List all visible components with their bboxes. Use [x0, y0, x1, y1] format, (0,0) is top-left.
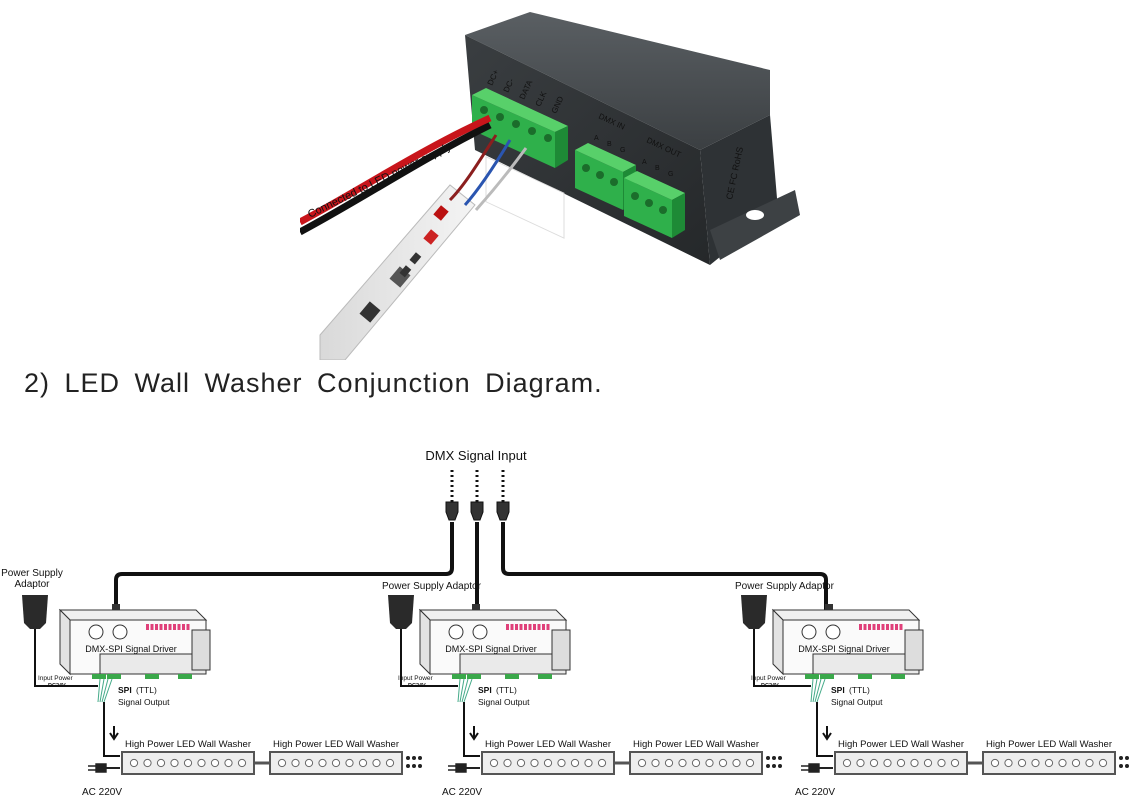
power-adaptor-icon — [741, 595, 767, 629]
dmx-in-pin-label: B — [607, 141, 612, 148]
driver-label: DMX-SPI Signal Driver — [85, 644, 177, 654]
input-power-voltage: DC24V — [761, 683, 779, 689]
driver-label: DMX-SPI Signal Driver — [445, 644, 537, 654]
wall-washer-label: High Power LED Wall Washer — [633, 739, 759, 750]
ac-plug-icon — [448, 763, 467, 773]
power-adaptor-icon — [22, 595, 48, 629]
dip-switch-icon — [146, 624, 190, 630]
arrow-down-icon — [469, 726, 479, 741]
dmx-out-block: DMX OUT ABG — [624, 136, 685, 238]
xlr-plug-icon — [496, 501, 510, 521]
dmx-out-pin-label: G — [668, 171, 673, 178]
wall-washer-label: High Power LED Wall Washer — [485, 739, 611, 750]
spi-ttl-label: (TTL) — [849, 685, 870, 695]
input-power-label: Input Power — [751, 675, 787, 682]
spi-label: SPI — [478, 685, 492, 695]
xlr-socket-icon — [472, 624, 488, 640]
dmx-input-connectors — [445, 470, 510, 521]
dmx-out-pin-label: A — [642, 159, 647, 166]
ac-voltage-label: AC 220V — [442, 787, 482, 798]
dmx-out-pin-label: B — [655, 165, 660, 172]
conjunction-diagram: DMX Signal Input Power SupplyAdaptorDMX-… — [1, 448, 1129, 798]
section-heading: 2) LED Wall Washer Conjunction Diagram. — [24, 368, 603, 398]
power-adaptor-label: Power Supply — [1, 568, 63, 579]
signal-output-label: Signal Output — [118, 697, 170, 707]
input-power-label: Input Power — [398, 675, 434, 682]
xlr-socket-icon — [825, 624, 841, 640]
wall-washer-label: High Power LED Wall Washer — [986, 739, 1112, 750]
power-adaptor-label: Power Supply Adaptor — [735, 581, 835, 592]
dip-switch-icon — [859, 624, 903, 630]
continuation-dots — [766, 756, 782, 768]
spi-ttl-label: (TTL) — [496, 685, 517, 695]
signal-output-label: Signal Output — [478, 697, 530, 707]
wall-washer-label: High Power LED Wall Washer — [125, 739, 251, 750]
continuation-dots — [1119, 756, 1129, 768]
dmx-signal-input-label: DMX Signal Input — [425, 448, 527, 463]
power-adaptor-label: Adaptor — [14, 579, 50, 590]
xlr-plug-icon — [470, 501, 484, 521]
arrow-down-icon — [109, 726, 119, 741]
input-power-voltage: DC24V — [48, 683, 66, 689]
led-strip — [319, 184, 476, 360]
spi-terminal-block — [472, 88, 568, 168]
xlr-socket-icon — [448, 624, 464, 640]
ac-plug-icon — [88, 763, 107, 773]
signal-output-label: Signal Output — [831, 697, 883, 707]
ac-voltage-label: AC 220V — [82, 787, 122, 798]
spi-ttl-label: (TTL) — [136, 685, 157, 695]
arrow-down-icon — [822, 726, 832, 741]
dmx-in-pin-label: A — [594, 135, 599, 142]
input-power-voltage: DC24V — [408, 683, 426, 689]
ac-voltage-label: AC 220V — [795, 787, 835, 798]
dip-switch-icon — [506, 624, 550, 630]
xlr-socket-icon — [88, 624, 104, 640]
continuation-dots — [406, 756, 422, 768]
signal-wires — [448, 134, 528, 211]
xlr-socket-icon — [112, 624, 128, 640]
dmx-chain-cables — [114, 522, 828, 612]
wall-washer-label: High Power LED Wall Washer — [838, 739, 964, 750]
spi-label: SPI — [118, 685, 132, 695]
input-power-label: Input Power — [38, 675, 74, 682]
power-adaptor-label: Power Supply Adaptor — [382, 581, 482, 592]
xlr-plug-icon — [445, 501, 459, 521]
wall-washer-label: High Power LED Wall Washer — [273, 739, 399, 750]
xlr-socket-icon — [801, 624, 817, 640]
power-adaptor-icon — [388, 595, 414, 629]
spi-label: SPI — [831, 685, 845, 695]
dmx-in-pin-label: G — [620, 147, 625, 154]
ac-plug-icon — [801, 763, 820, 773]
driver-label: DMX-SPI Signal Driver — [798, 644, 890, 654]
